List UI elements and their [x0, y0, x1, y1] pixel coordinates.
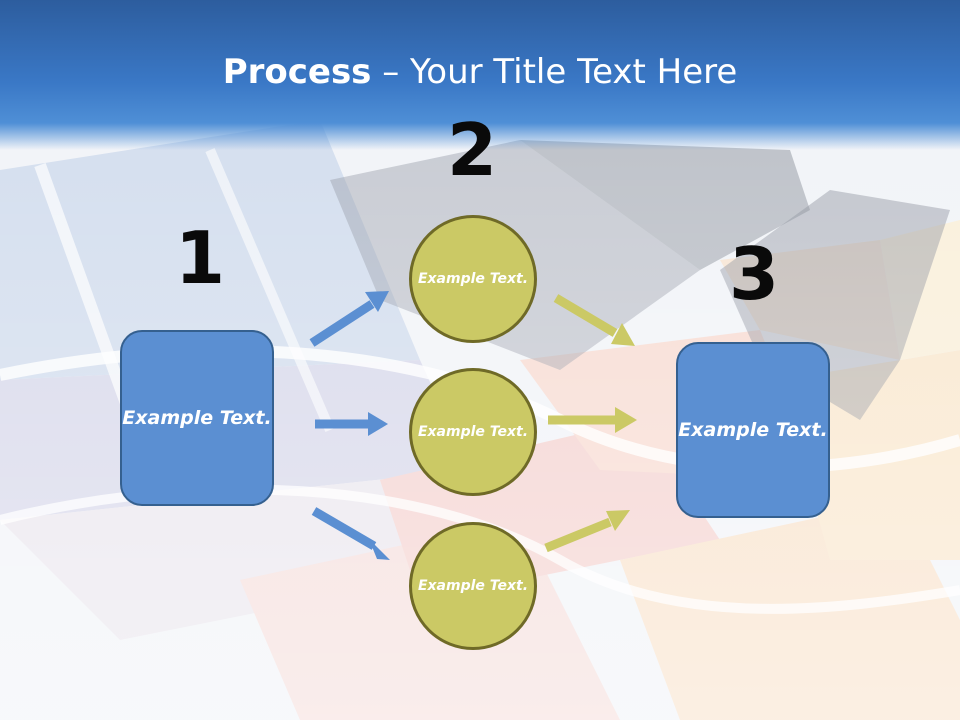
- title-bar: [0, 0, 960, 150]
- arrow-left-mid-head: [368, 412, 388, 436]
- arrow-left-down: [311, 507, 377, 550]
- step-2-circle-middle: Example Text.: [409, 368, 537, 496]
- arrow-right-mid-head: [615, 407, 637, 433]
- arrow-right-up: [544, 517, 612, 553]
- step-3-box: Example Text.: [676, 342, 830, 518]
- left-arrows: [309, 291, 390, 560]
- arrow-left-up: [309, 300, 375, 347]
- circle-top-label: Example Text.: [417, 270, 529, 287]
- step-3-box-label: Example Text.: [678, 418, 828, 441]
- arrow-right-down: [553, 294, 618, 337]
- step-1-box-label: Example Text.: [122, 406, 272, 429]
- title-rest: – Your Title Text Here: [371, 52, 738, 92]
- step-number-1: 1: [174, 216, 226, 300]
- circle-middle-label: Example Text.: [417, 423, 529, 440]
- step-2-circle-top: Example Text.: [409, 215, 537, 343]
- step-number-2: 2: [446, 108, 498, 192]
- arrow-right-up-head: [606, 510, 630, 531]
- circle-bottom-label: Example Text.: [417, 577, 529, 594]
- step-1-box: Example Text.: [120, 330, 274, 506]
- title-bold: Process: [222, 52, 372, 92]
- arrow-right-down-head: [611, 323, 635, 346]
- step-2-circle-bottom: Example Text.: [409, 522, 537, 650]
- right-arrows: [544, 294, 637, 553]
- arrow-left-down-head: [369, 539, 390, 560]
- arrow-left-up-head: [365, 291, 389, 312]
- slide-title: Process – Your Title Text Here: [0, 52, 960, 92]
- step-number-3: 3: [728, 232, 780, 316]
